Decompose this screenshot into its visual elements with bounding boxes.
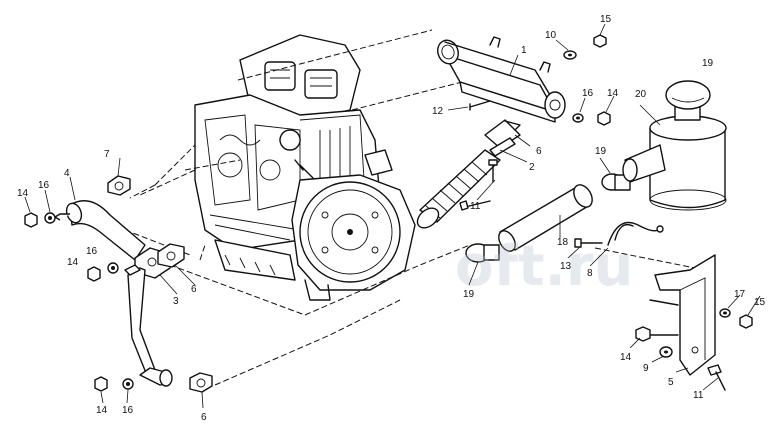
callout-16-b: 16 xyxy=(86,246,98,257)
bolt-near-flex xyxy=(459,200,491,211)
callout-1: 1 xyxy=(521,45,527,56)
callout-14-b: 14 xyxy=(67,257,79,268)
clamp-19-lower xyxy=(465,243,500,263)
gasket-6-bottom xyxy=(189,372,213,393)
bolt-12 xyxy=(469,100,491,111)
callout-5: 5 xyxy=(668,377,674,388)
muffler-part xyxy=(437,36,566,123)
callout-7: 7 xyxy=(104,149,110,160)
callout-8: 8 xyxy=(587,268,593,279)
air-cleaner-part xyxy=(622,80,727,211)
callout-14-d: 14 xyxy=(607,88,619,99)
exhaust-pipe-3 xyxy=(124,247,173,387)
flex-pipe-part xyxy=(416,119,521,229)
heat-shield-bracket xyxy=(649,254,716,376)
hardware-left-upper xyxy=(24,212,56,228)
callout-11-bottom: 11 xyxy=(693,390,704,401)
watermark-text: oft.ru xyxy=(455,234,633,299)
callout-16-a: 16 xyxy=(38,180,50,191)
callout-leaders xyxy=(24,23,761,409)
bolt-11-mid xyxy=(488,159,498,183)
callout-14-a: 14 xyxy=(17,188,29,199)
callout-6-flex: 6 xyxy=(536,146,542,157)
gasket-6-left xyxy=(157,243,185,268)
hardware-left-mid xyxy=(87,262,119,282)
callout-19-mid: 19 xyxy=(595,146,607,157)
callout-10: 10 xyxy=(545,30,557,41)
callout-16-d: 16 xyxy=(582,88,594,99)
callout-14-e: 14 xyxy=(620,352,632,363)
callout-20: 20 xyxy=(635,89,647,100)
gasket-7 xyxy=(107,175,131,196)
hardware-right xyxy=(635,308,753,391)
hardware-top-right xyxy=(563,34,611,126)
callout-16-c: 16 xyxy=(122,405,134,416)
hardware-left-bottom xyxy=(94,376,134,392)
callout-6-left: 6 xyxy=(191,284,197,295)
callout-19-low: 19 xyxy=(463,289,475,300)
callout-4: 4 xyxy=(64,168,70,179)
callout-2: 2 xyxy=(529,162,535,173)
tail-pipe-part xyxy=(498,184,593,252)
callout-15-a: 15 xyxy=(600,14,612,25)
callout-14-c: 14 xyxy=(96,405,108,416)
engine-assembly xyxy=(194,34,416,301)
callout-6-bottom: 6 xyxy=(201,412,207,423)
bolt-13 xyxy=(574,238,603,248)
callout-15-b: 15 xyxy=(754,297,766,308)
callout-19-top: 19 xyxy=(702,58,714,69)
exhaust-elbow-4 xyxy=(54,200,146,261)
assembly-dashed-lines xyxy=(124,29,706,386)
callout-3: 3 xyxy=(173,296,179,307)
callout-13: 13 xyxy=(560,261,572,272)
callout-9: 9 xyxy=(643,363,649,374)
callout-labels: 1 2 3 4 5 6 6 6 7 8 9 10 11 11 12 13 14 … xyxy=(17,14,766,423)
callout-11-mid: 11 xyxy=(470,201,481,212)
callout-18: 18 xyxy=(557,237,569,248)
callout-17: 17 xyxy=(734,289,746,300)
callout-12: 12 xyxy=(432,106,444,117)
u-bracket-8 xyxy=(607,221,664,246)
